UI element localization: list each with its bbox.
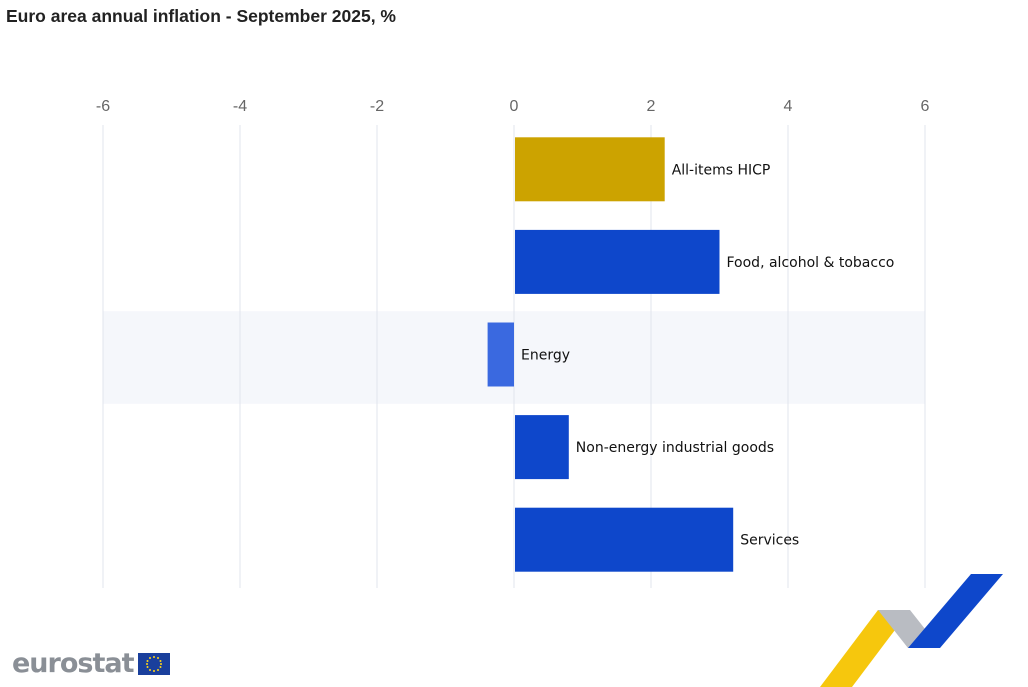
- chart-title: Euro area annual inflation - September 2…: [6, 6, 396, 26]
- x-tick-label: 0: [510, 98, 519, 115]
- x-tick-label: 6: [921, 98, 930, 115]
- eurostat-logo: eurostat: [12, 648, 170, 679]
- x-tick-label: -2: [370, 98, 384, 115]
- data-label: Food, alcohol & tobacco: [727, 255, 895, 271]
- x-tick-label: 2: [647, 98, 656, 115]
- data-label: All-items HICP: [672, 162, 771, 178]
- bar[interactable]: [515, 229, 720, 294]
- bar[interactable]: [515, 137, 665, 202]
- bar[interactable]: [515, 507, 734, 572]
- bar[interactable]: [515, 415, 569, 480]
- x-tick-label: -4: [233, 98, 247, 115]
- x-tick-label: 4: [784, 98, 793, 115]
- data-label: Energy: [521, 348, 570, 364]
- eu-flag-icon: [137, 652, 170, 675]
- data-label: Non-energy industrial goods: [576, 440, 774, 456]
- data-label: Services: [740, 533, 799, 549]
- logo-text: eurostat: [12, 648, 135, 679]
- bar[interactable]: [487, 322, 514, 387]
- x-tick-label: -6: [96, 98, 110, 115]
